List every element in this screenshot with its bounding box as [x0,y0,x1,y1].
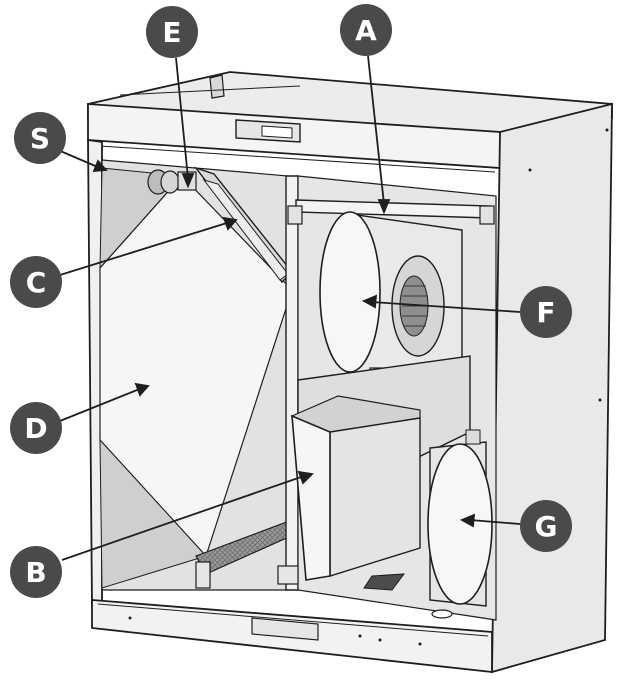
callout-a: A [340,4,392,56]
callout-c: C [10,256,62,308]
callout-d-label: D [24,412,47,445]
callout-g: G [520,500,572,552]
callout-b-label: B [25,556,46,589]
callout-b: B [10,546,62,598]
callout-s-label: S [30,122,50,155]
callout-f-label: F [536,296,555,329]
callout-e: E [146,6,198,58]
callout-e-label: E [162,16,181,49]
callout-g-label: G [535,510,558,543]
extract-fan [427,429,493,607]
callout-f: F [520,286,572,338]
callout-d: D [10,402,62,454]
callout-s: S [14,112,66,164]
filter-box [329,417,421,577]
leader-lines [49,55,521,561]
callout-a-label: A [355,14,377,47]
callout-c-label: C [26,266,47,299]
callout-markers: A B C D E F G S [10,4,572,598]
right-side-panel [491,102,613,674]
filter-box-front [291,414,331,581]
center-divider [285,175,299,591]
